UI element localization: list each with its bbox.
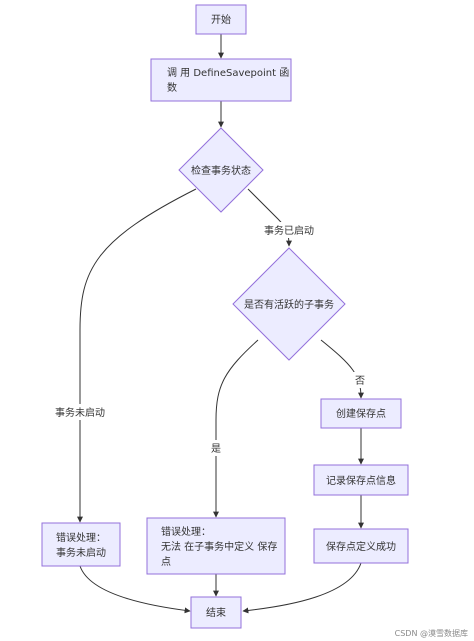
node-error-not-started: 错误处理： 事务未启动 [41,522,121,567]
node-has-subtx-text: 是否有活跃的子事务 [244,298,334,311]
node-error-subtx-line3: 点 [161,556,171,568]
edge-label-started-text: 事务已启动 [264,224,314,237]
node-start: 开始 [195,4,247,35]
node-error-not-started-line2: 事务未启动 [56,546,106,559]
node-success-text: 保存点定义成功 [326,540,396,553]
node-end-text: 结束 [206,606,226,619]
node-call-text-line1: 调 用 DefineSavepoint 函 [167,67,289,79]
edge-label-not-started: 事务未启动 [54,404,106,420]
node-error-not-started-line1: 错误处理： [56,531,106,544]
node-has-active-subtransaction: 是否有活跃的子事务 [232,247,346,361]
edge-check-to-error-not-started [77,188,197,523]
node-call-text-line2: 数 [167,81,177,94]
node-end: 结束 [190,596,242,629]
watermark: CSDN @漠雪数据库 [395,628,468,638]
edge-label-no: 否 [353,372,367,388]
node-error-subtransaction: 错误处理： 无法 在子事务中定义 保存 点 [146,517,286,575]
node-record-savepoint: 记录保存点信息 [313,464,409,496]
node-start-text: 开始 [211,13,231,26]
edge-label-started: 事务已启动 [263,222,315,238]
node-check-status-text: 检查事务状态 [191,164,251,177]
edge-label-not-started-text: 事务未启动 [55,406,105,419]
edges [77,34,364,614]
node-call-define-savepoint: 调 用 DefineSavepoint 函 数 [150,58,292,102]
edge-success-to-end [242,562,362,614]
edge-error-not-started-to-end [79,565,191,614]
node-create-savepoint: 创建保存点 [320,398,402,429]
node-error-subtx-line2: 无法 在子事务中定义 保存 [161,540,277,553]
node-record-text: 记录保存点信息 [326,474,396,487]
node-create-text: 创建保存点 [336,407,386,420]
edge-subtx-to-error [213,339,259,518]
edge-subtx-to-create [320,339,364,399]
edge-label-yes: 是 [209,440,223,456]
node-error-subtx-line1: 错误处理： [161,525,211,538]
node-savepoint-success: 保存点定义成功 [313,528,409,564]
edge-label-yes-text: 是 [211,443,221,455]
edge-label-no-text: 否 [355,375,365,387]
node-check-status: 检查事务状态 [178,127,264,213]
